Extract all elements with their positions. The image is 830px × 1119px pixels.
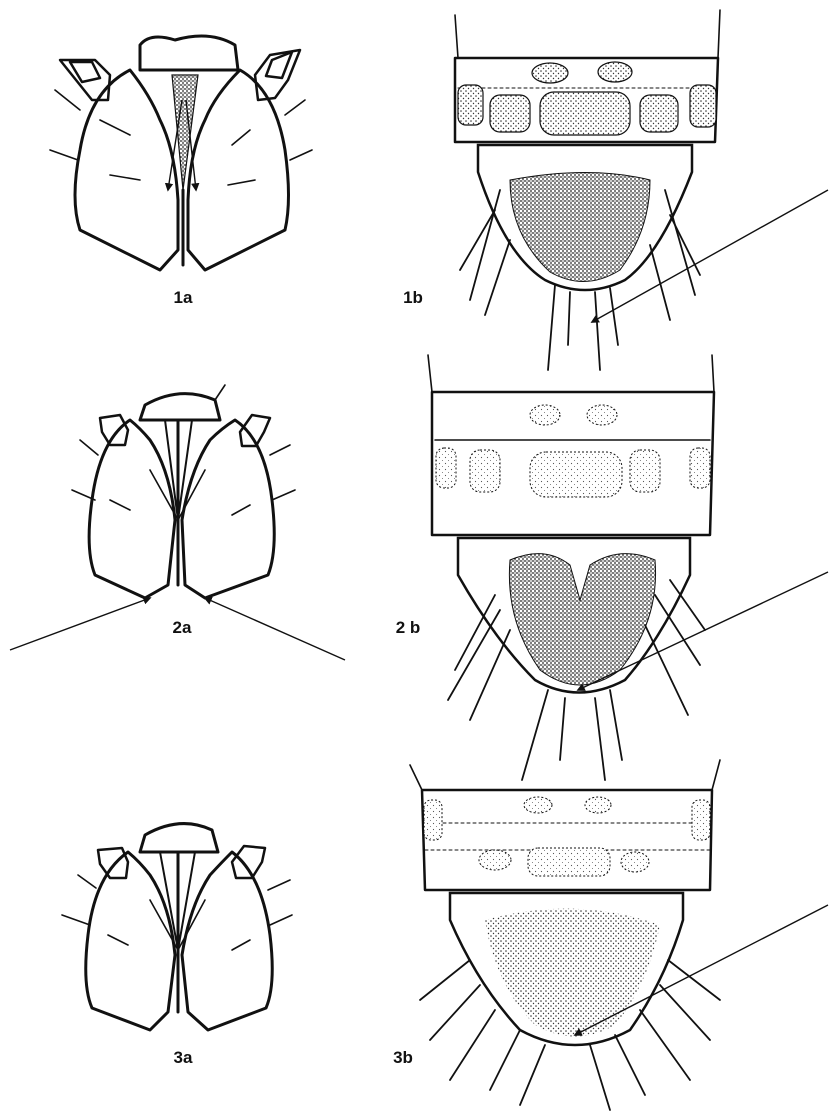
abdomen-1b-terminal-segment xyxy=(478,145,692,290)
head-3a-frontal-suture xyxy=(150,852,205,1012)
head-2a: 2a xyxy=(10,385,345,660)
abdomen-1b: 1b xyxy=(403,10,828,370)
head-1a: 1a xyxy=(50,36,312,307)
abdomen-2b-segments xyxy=(428,355,714,535)
abdomen-3b-plates xyxy=(424,797,710,876)
panel-label-1a: 1a xyxy=(174,288,193,307)
panel-label-3a: 3a xyxy=(174,1048,193,1067)
head-2a-frontal-suture xyxy=(150,420,205,585)
abdomen-3b: 3b xyxy=(393,760,828,1110)
panel-label-1b: 1b xyxy=(403,288,423,307)
abdomen-1b-plates xyxy=(458,62,716,135)
panel-label-2a: 2a xyxy=(173,618,192,637)
head-3a: 3a xyxy=(62,824,292,1067)
panel-label-2b: 2 b xyxy=(396,618,421,637)
panel-label-3b: 3b xyxy=(393,1048,413,1067)
abdomen-2b: 2 b xyxy=(396,355,828,780)
abdomen-2b-plates xyxy=(436,405,710,497)
